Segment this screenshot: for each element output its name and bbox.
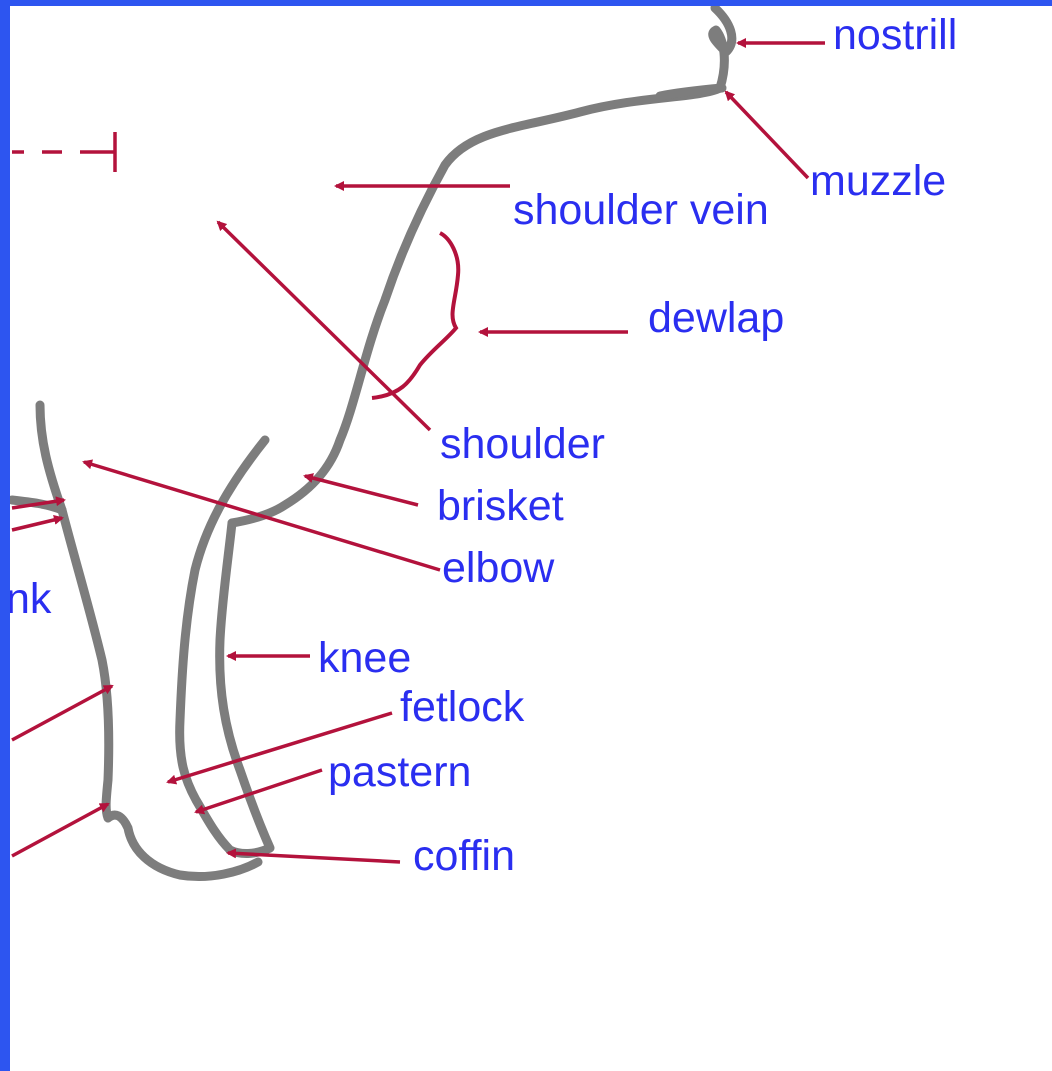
- brisket-arrow: [305, 476, 418, 505]
- label-muzzle: muzzle: [810, 157, 946, 205]
- frame-left-border: [0, 0, 10, 1071]
- label-nostrill: nostrill: [833, 11, 957, 59]
- label-knee: knee: [318, 634, 411, 682]
- hind-pastern-arrow: [12, 804, 108, 856]
- label-dewlap: dewlap: [648, 294, 784, 342]
- label-fetlock: fetlock: [400, 683, 525, 731]
- label-pastern: pastern: [328, 748, 471, 796]
- partial-dimension-line: [12, 132, 115, 172]
- label-flank-partial: nk: [6, 575, 52, 623]
- dewlap-bracket: [372, 233, 458, 398]
- label-coffin: coffin: [413, 832, 515, 880]
- pastern-arrow: [196, 770, 322, 812]
- hind-fetlock-arrow: [12, 686, 112, 740]
- elbow-arrow: [84, 462, 440, 570]
- label-elbow: elbow: [442, 544, 555, 592]
- label-shoulder: shoulder: [440, 420, 605, 468]
- label-shoulder-vein: shoulder vein: [513, 186, 769, 234]
- muzzle-arrow: [726, 92, 808, 178]
- flank-arrow-lower: [12, 518, 62, 530]
- label-brisket: brisket: [437, 482, 564, 530]
- hind-leg-outline: [40, 405, 258, 877]
- frame-top-border: [0, 0, 1052, 6]
